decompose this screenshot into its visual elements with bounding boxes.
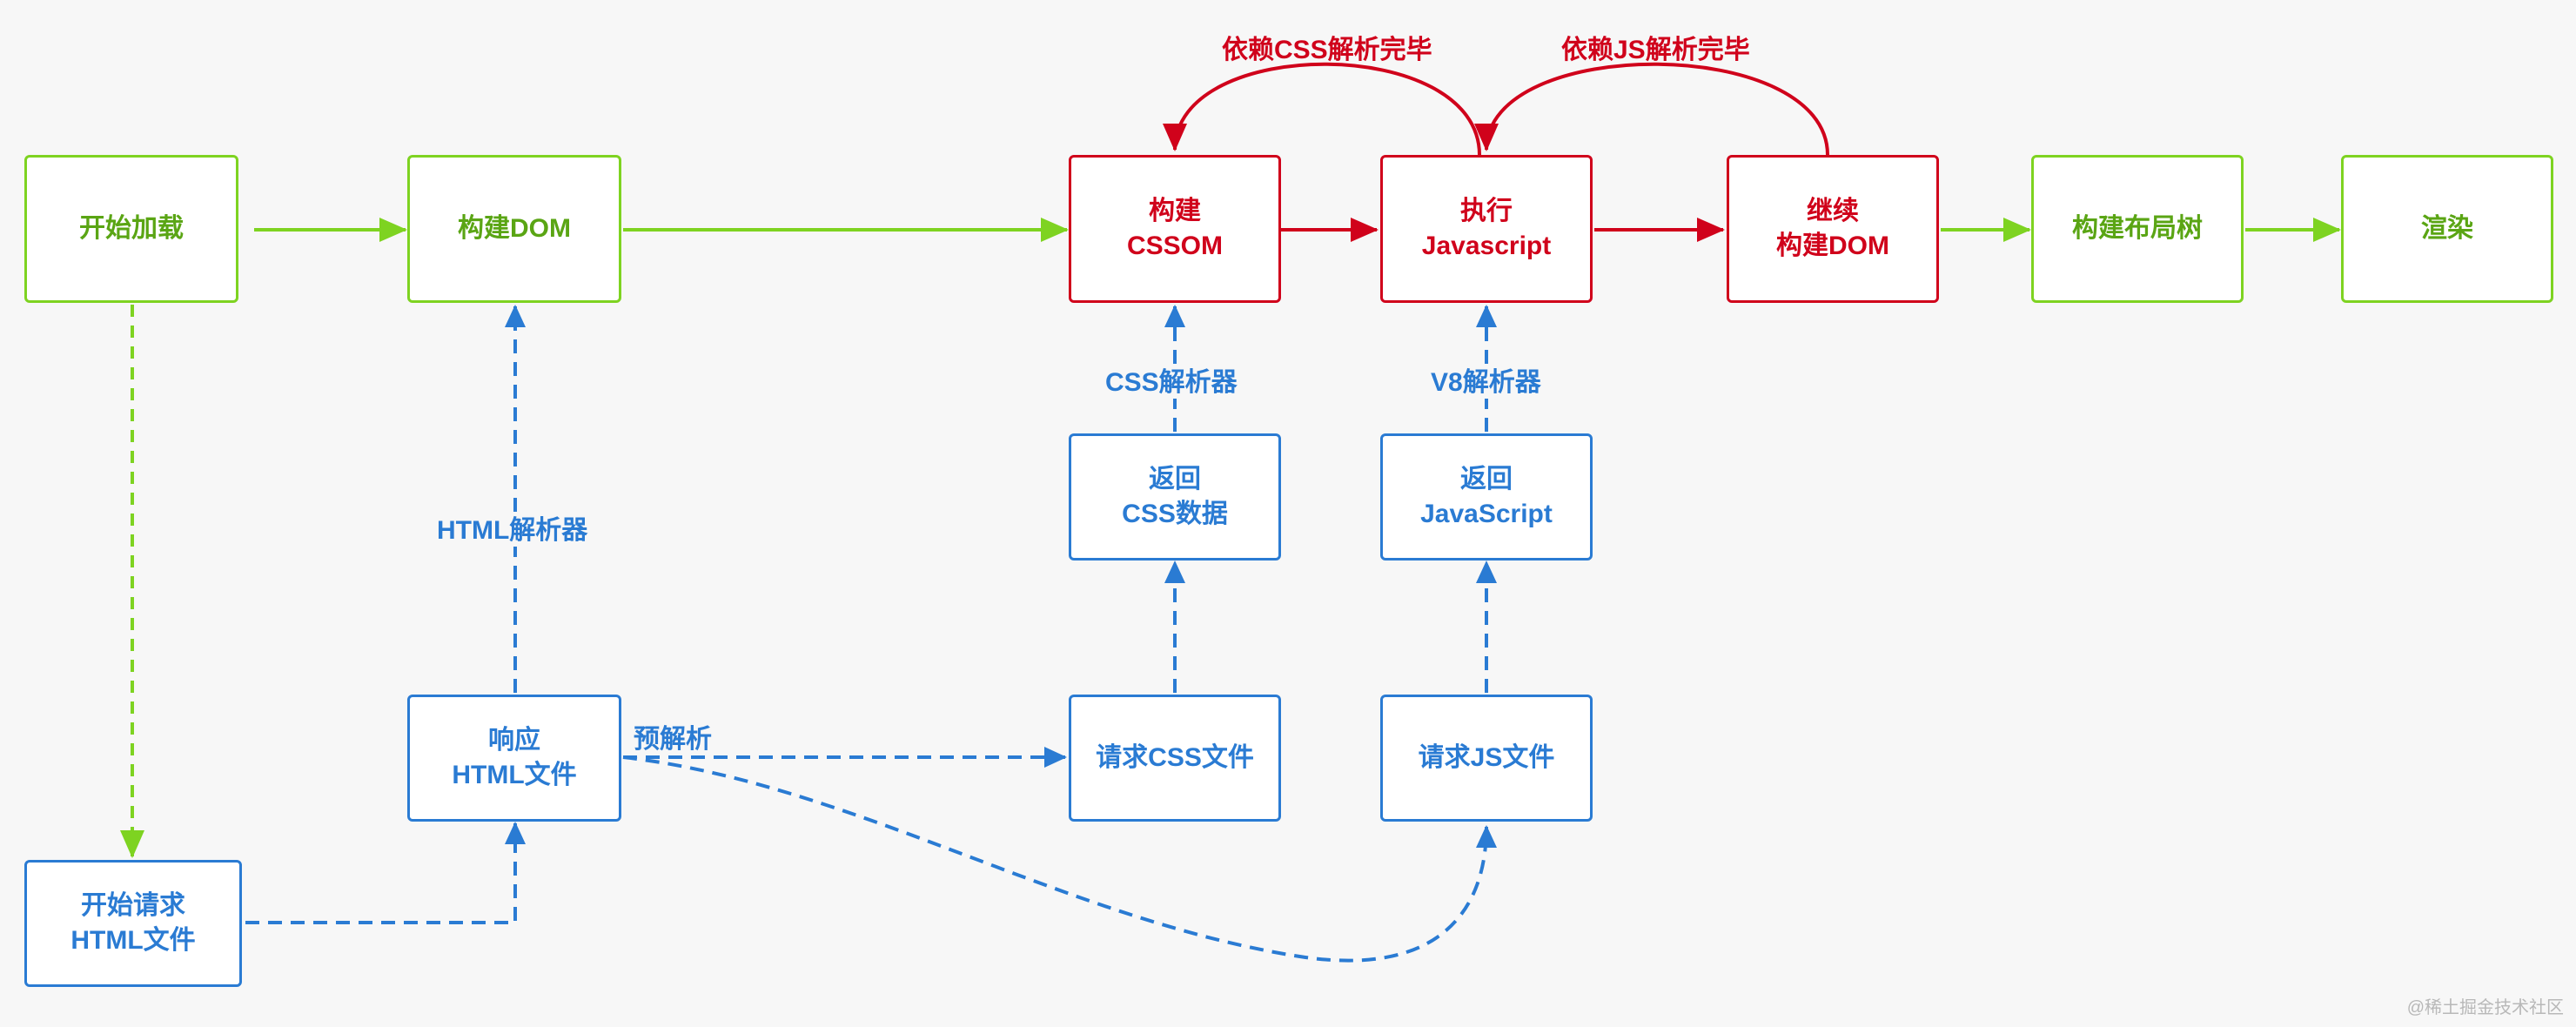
node-build-dom-label: 构建DOM: [458, 214, 571, 243]
node-exec-js-line1: 执行: [1460, 197, 1513, 225]
node-response-html-line2: HTML文件: [452, 761, 577, 789]
node-return-js-line1: 返回: [1460, 465, 1513, 493]
label-css-parser: CSS解析器: [1102, 367, 1241, 399]
arrow-preparse-to-reqjs: [622, 755, 1497, 963]
label-depends-css: 依赖CSS解析完毕: [1222, 36, 1432, 64]
node-build-cssom: 构建 CSSOM: [1069, 155, 1281, 303]
node-start-req-html-line2: HTML文件: [70, 926, 196, 955]
node-req-js-label: 请求JS文件: [1418, 743, 1555, 772]
node-start-load-label: 开始加载: [79, 214, 184, 243]
label-v8-parser: V8解析器: [1427, 367, 1545, 399]
node-exec-js: 执行 Javascript: [1380, 155, 1593, 303]
label-depends-js: 依赖JS解析完毕: [1561, 36, 1750, 64]
node-continue-dom-line2: 构建DOM: [1776, 232, 1889, 260]
node-layout-tree: 构建布局树: [2031, 155, 2244, 303]
node-req-js: 请求JS文件: [1380, 695, 1593, 822]
label-html-parser: HTML解析器: [433, 515, 592, 547]
node-layout-tree-label: 构建布局树: [2072, 214, 2203, 243]
node-return-css-line1: 返回: [1149, 465, 1201, 493]
node-return-css: 返回 CSS数据: [1069, 433, 1281, 560]
node-response-html: 响应 HTML文件: [407, 695, 621, 822]
node-return-js-line2: JavaScript: [1420, 500, 1553, 528]
node-build-cssom-line2: CSSOM: [1126, 232, 1223, 260]
node-start-req-html-line1: 开始请求: [81, 891, 185, 920]
node-build-cssom-line1: 构建: [1149, 197, 1201, 225]
node-req-css: 请求CSS文件: [1069, 695, 1281, 822]
node-continue-dom: 继续 构建DOM: [1727, 155, 1939, 303]
node-exec-js-line2: Javascript: [1421, 232, 1552, 260]
node-return-js: 返回 JavaScript: [1380, 433, 1593, 560]
node-start-req-html: 开始请求 HTML文件: [24, 860, 242, 987]
curve-depends-css: [1163, 62, 1481, 156]
node-continue-dom-line1: 继续: [1807, 197, 1859, 225]
node-render: 渲染: [2341, 155, 2553, 303]
node-build-dom: 构建DOM: [407, 155, 621, 303]
node-render-label: 渲染: [2421, 214, 2473, 243]
curve-depends-js: [1474, 62, 1829, 156]
node-response-html-line1: 响应: [488, 726, 540, 755]
node-start-load: 开始加载: [24, 155, 238, 303]
node-req-css-label: 请求CSS文件: [1096, 743, 1254, 772]
label-preparse: 预解析: [630, 724, 715, 755]
arrow-request-to-response: [245, 822, 526, 924]
watermark: @稀土掘金技术社区: [2406, 998, 2564, 1017]
node-return-css-line2: CSS数据: [1122, 500, 1228, 528]
